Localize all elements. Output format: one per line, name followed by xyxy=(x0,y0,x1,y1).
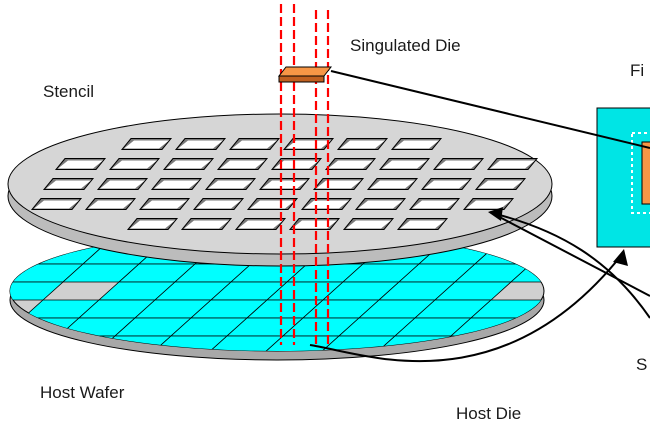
host-die-tile xyxy=(10,335,61,351)
die-to-inset-line xyxy=(330,70,650,149)
stencil-aperture-opening xyxy=(100,180,145,189)
stencil-aperture-opening xyxy=(220,160,265,169)
host-die-tile xyxy=(509,263,544,283)
host-die-tile xyxy=(0,336,3,354)
host-die-tile xyxy=(473,245,544,265)
host-die-arrow xyxy=(309,251,625,363)
stencil-to-inset-line xyxy=(489,211,650,297)
host-die-tile xyxy=(261,335,341,351)
host-die-tile xyxy=(0,282,7,300)
singulated-die xyxy=(277,66,333,83)
stencil-aperture-opening xyxy=(46,180,91,189)
stencil-aperture-opening xyxy=(286,140,331,149)
stencil-aperture-opening xyxy=(88,200,133,209)
stencil-apertures xyxy=(30,138,539,230)
connectors xyxy=(309,70,650,363)
stencil-arrowhead xyxy=(488,207,503,221)
host-die-arrowhead xyxy=(613,249,628,266)
host-die-tile xyxy=(623,264,650,282)
stencil-aperture-opening xyxy=(346,220,391,229)
stencil-aperture-opening xyxy=(208,180,253,189)
stencil-aperture-opening xyxy=(340,140,385,149)
stencil-aperture-opening xyxy=(490,160,535,169)
inset-die xyxy=(641,141,650,205)
stencil-aperture-opening xyxy=(274,160,319,169)
stencil-aperture-opening xyxy=(478,180,523,189)
stencil-aperture-opening xyxy=(184,220,229,229)
stencil-aperture-opening xyxy=(112,160,157,169)
stencil xyxy=(7,113,553,267)
stencil-aperture-opening xyxy=(436,160,481,169)
stencil-aperture-opening xyxy=(58,160,103,169)
stencil-label: Stencil xyxy=(43,82,94,101)
stencil-aperture-opening xyxy=(196,200,241,209)
inset-panel xyxy=(596,107,650,248)
stencil-aperture-opening xyxy=(262,180,307,189)
stencil-aperture-opening xyxy=(250,200,295,209)
stencil-aperture-opening xyxy=(394,140,439,149)
stencil-aperture-opening xyxy=(328,160,373,169)
stencil-aperture-opening xyxy=(412,200,457,209)
stencil-aperture-opening xyxy=(130,220,175,229)
host-die-tile xyxy=(10,317,25,337)
stencil-aperture-opening xyxy=(154,180,199,189)
stencil-aperture-opening xyxy=(232,140,277,149)
stencil-aperture-opening xyxy=(466,200,511,209)
s-label: S xyxy=(636,355,647,374)
laser-beams xyxy=(279,4,330,345)
host-die-tile xyxy=(547,282,623,300)
stencil-aperture-opening xyxy=(424,180,469,189)
stencil-arrow xyxy=(491,212,650,319)
stencil-aperture-opening xyxy=(358,200,403,209)
stencil-aperture-opening xyxy=(34,200,79,209)
stencil-aperture-opening xyxy=(370,180,415,189)
stencil-aperture-opening xyxy=(292,220,337,229)
stencil-aperture-opening xyxy=(400,220,445,229)
host-wafer-label: Host Wafer xyxy=(40,383,125,402)
singulated-die-top xyxy=(277,66,333,77)
stencil-aperture-opening xyxy=(124,140,169,149)
singulated-die-label: Singulated Die xyxy=(350,36,461,55)
stencil-aperture-opening xyxy=(166,160,211,169)
inset-background xyxy=(596,107,650,248)
inset-die-outline xyxy=(631,132,650,214)
host-die-tile xyxy=(541,335,544,351)
stencil-aperture-opening xyxy=(238,220,283,229)
host-die-label: Host Die xyxy=(456,404,521,423)
host-die-tile xyxy=(205,335,285,351)
stencil-aperture-opening xyxy=(142,200,187,209)
stencil-aperture-opening xyxy=(382,160,427,169)
stencil-aperture-opening xyxy=(178,140,223,149)
fi-label: Fi xyxy=(630,61,644,80)
singulated-die-side xyxy=(278,75,325,83)
